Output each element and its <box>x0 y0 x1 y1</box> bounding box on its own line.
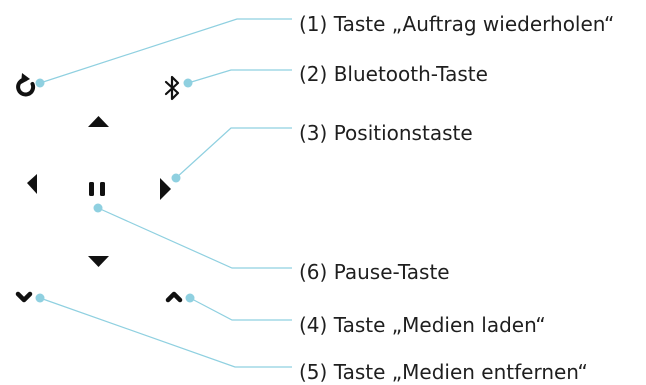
callout-label-position: (3) Positionstaste <box>299 121 473 145</box>
leader-line-4 <box>189 297 292 321</box>
callout-label-bluetooth: (2) Bluetooth-Taste <box>299 62 488 86</box>
anchor-dot-3 <box>171 173 181 183</box>
leader-line-1 <box>39 18 292 84</box>
callout-label-media-remove: (5) Taste „Medien entfernen“ <box>299 360 588 384</box>
callout-label-repeat-job: (1) Taste „Auftrag wiederholen“ <box>299 12 615 36</box>
leader-line-6 <box>97 207 292 269</box>
triangle-left-icon[interactable] <box>27 174 37 194</box>
leader-line-5 <box>39 297 292 368</box>
triangle-up-icon[interactable] <box>88 116 109 127</box>
triangle-down-icon[interactable] <box>88 256 109 267</box>
anchor-dots <box>35 78 195 303</box>
chevron-down-icon[interactable] <box>15 291 33 303</box>
leader-line-3 <box>175 127 292 179</box>
anchor-dot-4 <box>185 293 195 303</box>
bluetooth-icon[interactable] <box>164 75 180 101</box>
leader-lines <box>39 18 292 368</box>
pause-icon[interactable] <box>89 182 105 196</box>
repeat-icon[interactable] <box>16 73 36 97</box>
chevron-up-icon[interactable] <box>165 291 183 303</box>
callout-label-media-load: (4) Taste „Medien laden“ <box>299 313 546 337</box>
anchor-dot-1 <box>35 78 45 88</box>
triangle-right-icon[interactable] <box>160 178 171 200</box>
anchor-dot-2 <box>183 78 193 88</box>
anchor-dot-6 <box>93 203 103 213</box>
anchor-dot-5 <box>35 293 45 303</box>
leader-line-2 <box>187 69 292 84</box>
callout-label-pause: (6) Pause-Taste <box>299 260 450 284</box>
